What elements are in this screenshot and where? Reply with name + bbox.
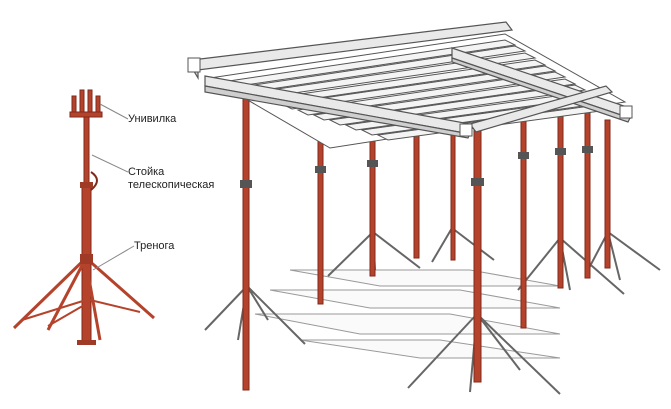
single-prop-assembly xyxy=(12,89,155,345)
leader-univilka xyxy=(99,103,129,120)
formwork-scaffold-icon xyxy=(187,21,661,395)
tripod-icon xyxy=(12,254,155,341)
prop-clamps xyxy=(240,146,593,188)
label-univilka: Унивилка xyxy=(128,113,177,125)
leader-lines xyxy=(91,103,135,271)
fork-head-icon xyxy=(69,89,103,118)
label-stoika-line1: Стойка xyxy=(128,166,165,178)
label-stoika-line2: телескопическая xyxy=(128,179,215,191)
leader-trenoga xyxy=(92,245,135,271)
right-tripods xyxy=(204,227,661,395)
ground-slabs xyxy=(254,269,561,359)
leader-stoika xyxy=(91,154,129,173)
label-trenoga: Тренога xyxy=(134,240,175,252)
right-props xyxy=(242,89,611,391)
beam-ends xyxy=(187,57,633,137)
label-stoika: Стойка телескопическая xyxy=(128,166,214,192)
